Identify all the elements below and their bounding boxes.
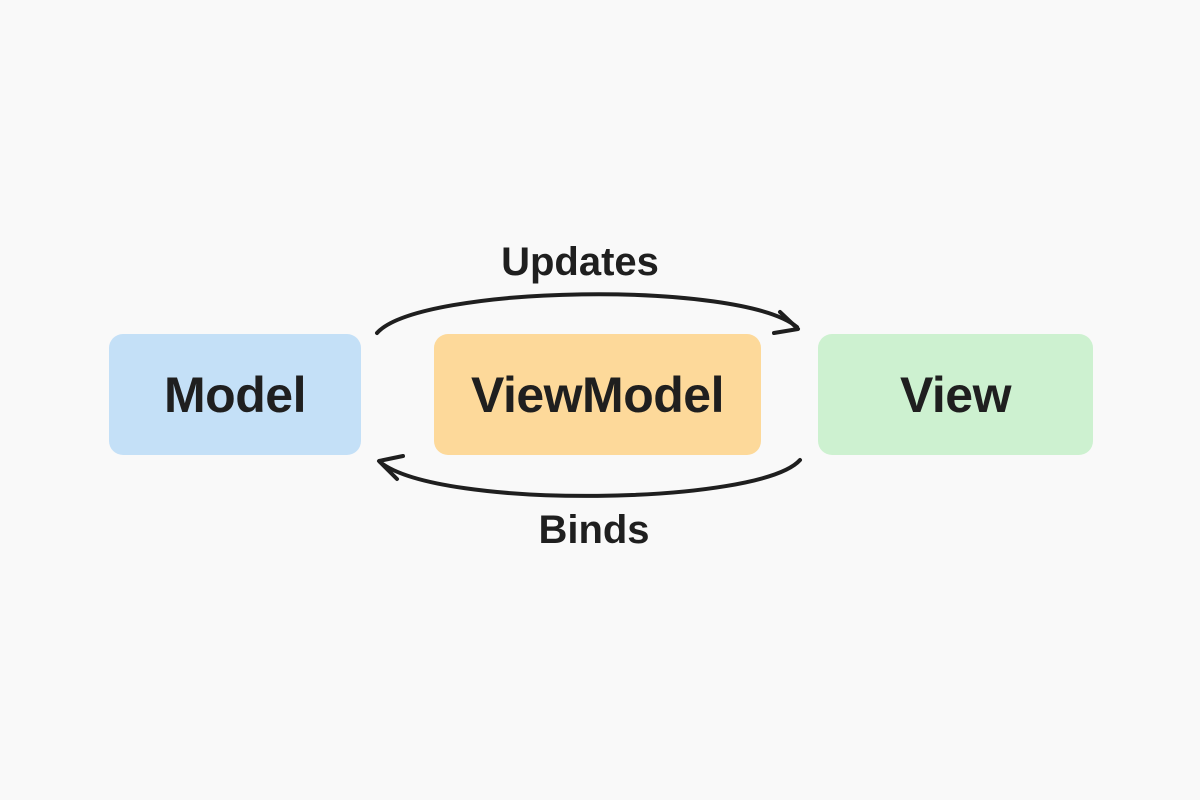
binds-label: Binds	[538, 508, 650, 552]
viewmodel-label: ViewModel	[471, 366, 724, 423]
binds-arrowhead	[377, 454, 405, 481]
view-node: View	[818, 334, 1093, 455]
view-label: View	[899, 366, 1012, 423]
updates-label: Updates	[501, 240, 659, 284]
viewmodel-node: ViewModel	[434, 334, 761, 455]
model-node: Model	[109, 334, 361, 455]
binds-arrow	[378, 458, 802, 498]
updates-arrowhead	[772, 310, 800, 335]
updates-arrow	[375, 292, 799, 335]
model-label: Model	[164, 366, 306, 423]
